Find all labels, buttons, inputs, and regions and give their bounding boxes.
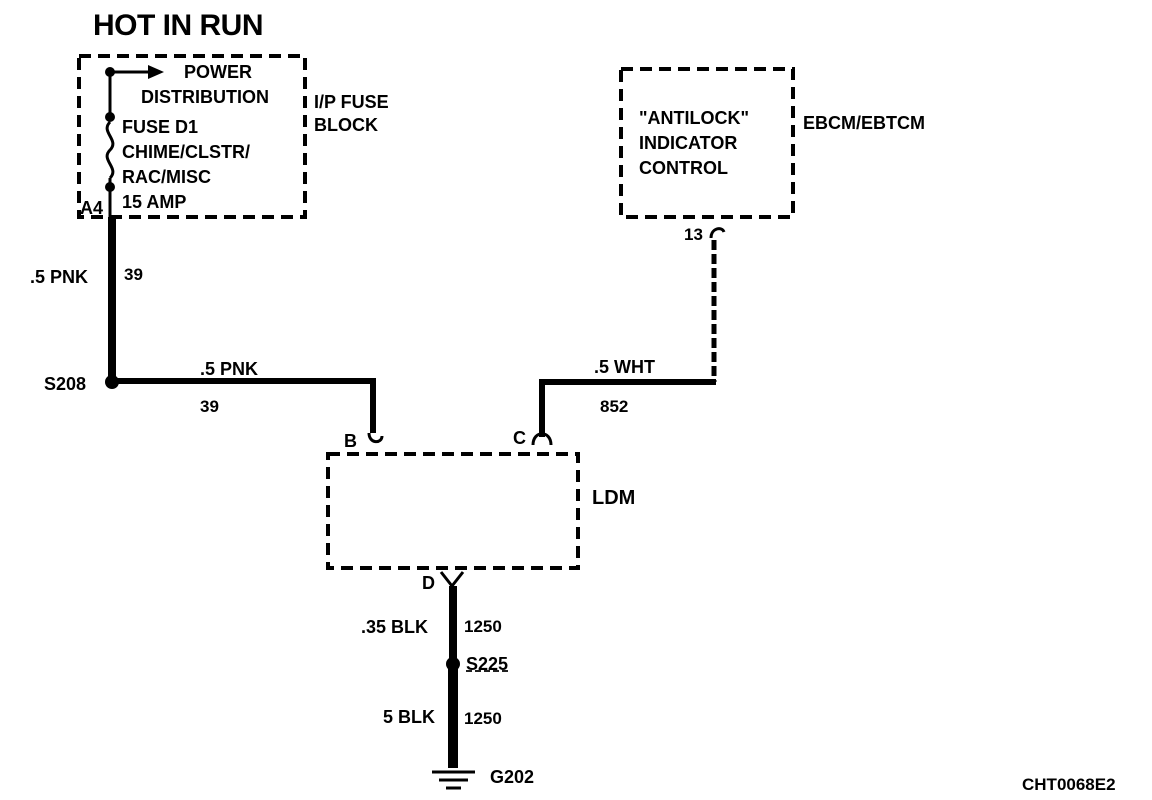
fuse-block-name-1: I/P FUSE bbox=[314, 92, 389, 112]
terminal-a4: A4 bbox=[80, 198, 104, 218]
fuse-block-outline bbox=[77, 54, 307, 219]
ebcm-name: EBCM/EBTCM bbox=[803, 113, 925, 133]
wire-39-circuit-1: 39 bbox=[124, 265, 143, 284]
pin-13-connector bbox=[709, 227, 726, 239]
wire-1250-color-1: .35 BLK bbox=[361, 617, 429, 637]
wire-1250-color-2: 5 BLK bbox=[383, 707, 436, 727]
ebcm-line-2: INDICATOR bbox=[639, 133, 738, 153]
ldm-label: LDM bbox=[592, 487, 636, 509]
ebcm-outline bbox=[619, 67, 795, 219]
wire-1250-circuit-1: 1250 bbox=[464, 617, 502, 636]
ebcm-line-1: "ANTILOCK" bbox=[639, 108, 750, 128]
splice-s225-label: S225 bbox=[466, 654, 509, 674]
pin-13-label: 13 bbox=[684, 225, 703, 244]
fuse-top-node bbox=[105, 112, 115, 122]
wire-852-color: .5 WHT bbox=[594, 357, 655, 377]
diagram-code: CHT0068E2 bbox=[1022, 775, 1116, 794]
wire-1250-circuit-2: 1250 bbox=[464, 709, 502, 728]
wire-39-color-2: .5 PNK bbox=[200, 359, 259, 379]
power-node bbox=[105, 67, 115, 77]
fuse-label-4: 15 AMP bbox=[122, 192, 187, 212]
pin-c-connector bbox=[531, 432, 553, 446]
fuse-label-3: RAC/MISC bbox=[122, 167, 211, 187]
fuse-label-1: FUSE D1 bbox=[122, 117, 199, 137]
power-label-1: POWER bbox=[184, 62, 253, 82]
pin-d-connector bbox=[439, 571, 465, 589]
pin-d-label: D bbox=[422, 573, 435, 593]
pin-b-label: B bbox=[344, 431, 357, 451]
wire-39-color-1: .5 PNK bbox=[30, 267, 89, 287]
pin-b-connector bbox=[367, 432, 384, 444]
pin-c-label: C bbox=[513, 428, 526, 448]
power-label-2: DISTRIBUTION bbox=[141, 87, 269, 107]
fuse-block-name-2: BLOCK bbox=[314, 115, 378, 135]
diagram-title: HOT IN RUN bbox=[93, 9, 264, 42]
ldm-outline bbox=[326, 452, 580, 570]
fuse-symbol bbox=[105, 120, 115, 180]
fuse-label-2: CHIME/CLSTR/ bbox=[122, 142, 250, 162]
power-arrow-head bbox=[148, 65, 164, 79]
ebcm-line-3: CONTROL bbox=[639, 158, 728, 178]
splice-s208-label: S208 bbox=[44, 374, 87, 394]
ground-label: G202 bbox=[490, 767, 535, 787]
wire-852-circuit: 852 bbox=[600, 397, 629, 416]
wire-39-circuit-2: 39 bbox=[200, 397, 219, 416]
